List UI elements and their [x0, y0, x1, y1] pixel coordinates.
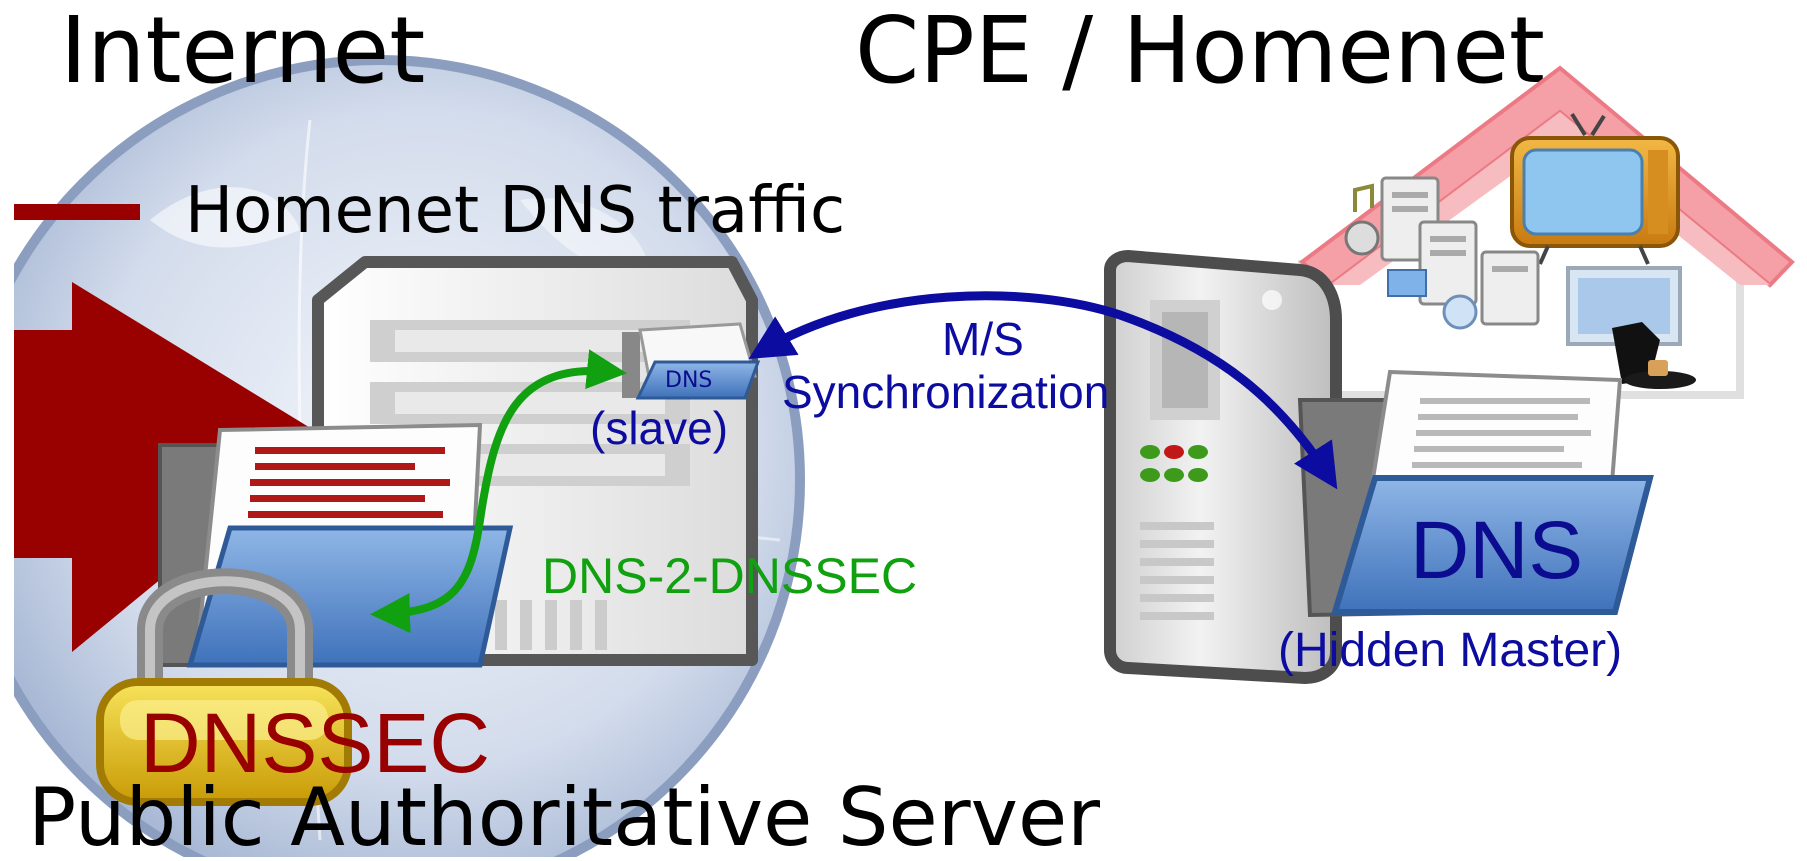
ms-sync-arrow	[748, 291, 1338, 490]
tv-icon	[1510, 112, 1680, 265]
slave-caption: (slave)	[590, 402, 728, 454]
dnssec-label: DNSSEC	[140, 696, 490, 790]
sync-label-line1: M/S	[942, 313, 1024, 365]
home-devices-icons	[1344, 176, 1682, 346]
internet-heading: Internet	[60, 0, 425, 104]
slave-folder-label: DNS	[665, 368, 712, 393]
public-server-heading: Public Authoritative Server	[28, 771, 1100, 857]
dns-to-dnssec-arrow	[370, 349, 627, 634]
legend-label: Homenet DNS traffic	[185, 174, 845, 248]
hidden-master-folder-icon	[1297, 369, 1654, 618]
hidden-master-caption: (Hidden Master)	[1278, 624, 1622, 677]
dnssec-lock-icon	[96, 568, 352, 806]
master-folder-label: DNS	[1410, 505, 1583, 596]
legend-swatch	[14, 204, 140, 220]
homenet-heading: CPE / Homenet	[855, 0, 1545, 104]
conversion-label: DNS-2-DNSSEC	[542, 548, 917, 604]
public-zone-folder-icon	[158, 422, 514, 668]
sync-label-line2: Synchronization	[782, 366, 1109, 418]
coffee-maker-icon	[1612, 322, 1696, 389]
slave-zone-folder-icon	[622, 322, 761, 400]
